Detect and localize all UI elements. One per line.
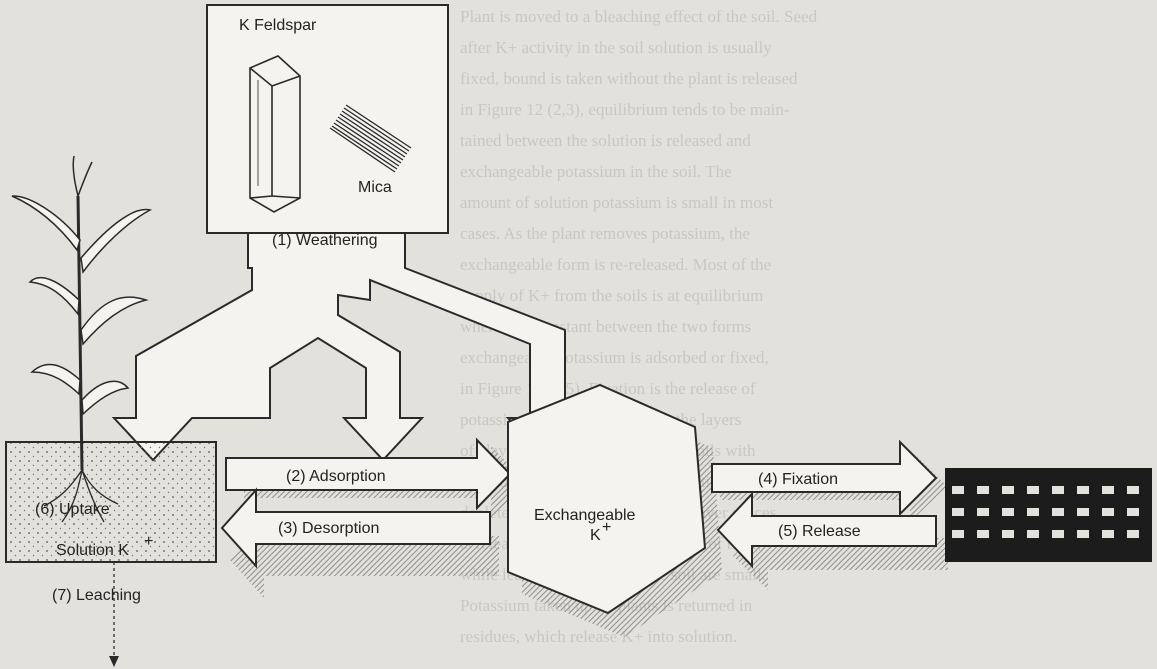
lattice-site (1127, 530, 1139, 538)
lattice-site (1002, 508, 1014, 516)
background-text-line: exchangeable form is re-released. Most o… (460, 255, 771, 274)
background-text-line: residues, which release K+ into solution… (460, 627, 737, 646)
desorption-label: (3) Desorption (278, 520, 379, 537)
adsorption-arrow: (2) Adsorption (225, 437, 526, 518)
lattice-site (1102, 486, 1114, 494)
lattice-site (1077, 530, 1089, 538)
lattice-site (1102, 530, 1114, 538)
lattice-site (977, 486, 989, 494)
leaching-label: (7) Leaching (52, 587, 141, 604)
solution-label: Solution K (56, 542, 129, 559)
desorption-arrow: (3) Desorption (220, 487, 499, 598)
lattice-site (1102, 508, 1114, 516)
lattice-site (952, 508, 964, 516)
exchangeable-k-hexagon: Exchangeable K + (507, 383, 722, 637)
lattice-site (1127, 508, 1139, 516)
mica-icon (329, 104, 412, 173)
background-text-line: cases. As the plant removes potassium, t… (460, 224, 750, 243)
background-text-line: in Figure 12 (2,3), equilibrium tends to… (460, 100, 790, 119)
lattice-site (1002, 486, 1014, 494)
background-text-line: exchangeable potassium in the soil. The (460, 162, 732, 181)
corn-plant-icon (11, 155, 153, 523)
leaching-arrow: (7) Leaching (52, 562, 141, 667)
lattice-site (1027, 508, 1039, 516)
exchangeable-k: K (590, 527, 601, 544)
background-text-line: tained between the solution is released … (460, 131, 751, 150)
fixation-arrow: (4) Fixation (711, 439, 947, 522)
lattice-site (952, 486, 964, 494)
exchangeable-label: Exchangeable (534, 507, 636, 524)
background-text-line: supply of K+ from the soils is at equili… (460, 286, 763, 305)
feldspar-box: K Feldspar Mica (206, 4, 449, 234)
weathering-label: (1) Weathering (272, 232, 378, 249)
lattice-site (1052, 530, 1064, 538)
exchangeable-plus: + (602, 519, 611, 536)
clay-lattice-icon (945, 468, 1152, 562)
lattice-site (1077, 508, 1089, 516)
solution-plus: + (144, 533, 153, 550)
release-label: (5) Release (778, 523, 861, 540)
lattice-site (1002, 530, 1014, 538)
fixation-label: (4) Fixation (758, 471, 838, 488)
lattice-site (1052, 486, 1064, 494)
background-text-line: amount of solution potassium is small in… (460, 193, 773, 212)
background-text-line: after K+ activity in the soil solution i… (460, 38, 772, 57)
feldspar-label: K Feldspar (239, 17, 317, 34)
uptake-label: (6) Uptake (35, 501, 110, 518)
adsorption-label: (2) Adsorption (286, 468, 386, 485)
lattice-site (1077, 486, 1089, 494)
lattice-site (1127, 486, 1139, 494)
lattice-site (952, 530, 964, 538)
lattice-site (977, 508, 989, 516)
mica-label: Mica (358, 179, 392, 196)
release-arrow: (5) Release (716, 491, 948, 590)
background-text-line: fixed, bound is taken without the plant … (460, 69, 798, 88)
background-text-line: Plant is moved to a bleaching effect of … (460, 7, 818, 26)
background-text-line: exchangeable potassium is adsorbed or fi… (460, 348, 769, 367)
lattice-site (1027, 530, 1039, 538)
lattice-site (1027, 486, 1039, 494)
lattice-site (977, 530, 989, 538)
solution-k-box: (6) Uptake Solution K + (5, 441, 217, 563)
lattice-site (1052, 508, 1064, 516)
feldspar-crystal-icon (249, 55, 301, 213)
